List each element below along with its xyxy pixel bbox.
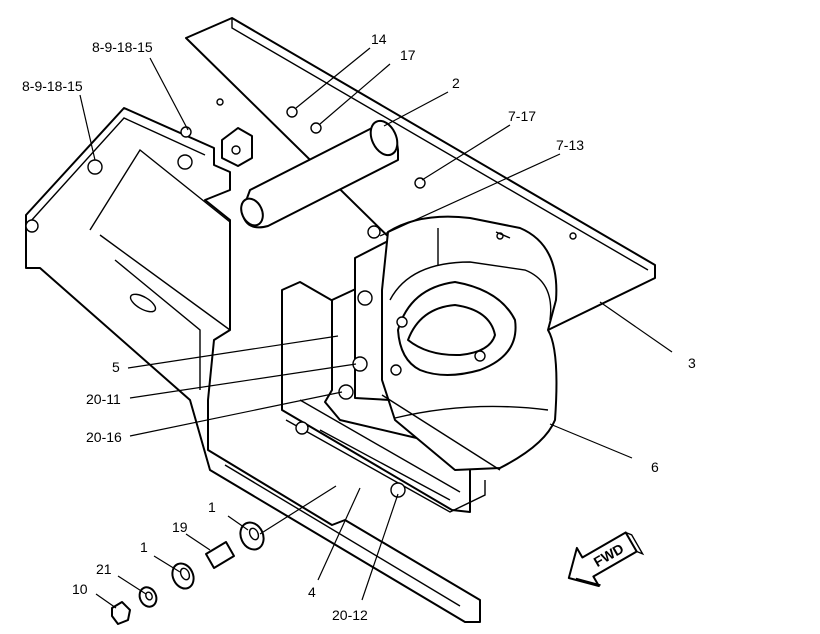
callout-21: 21	[96, 561, 112, 577]
callout-20-16: 20-16	[86, 429, 122, 445]
callout-4: 4	[308, 584, 316, 600]
callout-20-11: 20-11	[86, 391, 121, 407]
callout-14: 14	[371, 31, 387, 47]
callout-3: 3	[688, 355, 696, 371]
callout-7-13: 7-13	[556, 137, 584, 153]
callout-19: 19	[172, 519, 188, 535]
loose-hardware	[111, 521, 265, 625]
callout-8-9-18-15-top: 8-9-18-15	[92, 39, 153, 55]
leader-lines	[79, 47, 673, 609]
callout-5: 5	[112, 359, 120, 375]
callout-6: 6	[651, 459, 659, 475]
callout-1-top: 1	[208, 499, 216, 515]
forward-arrow-icon: FWD	[567, 531, 645, 588]
callout-17: 17	[400, 47, 416, 63]
callout-labels: 8-9-18-15 8-9-18-15 14 17 2 7-17 7-13 3 …	[22, 31, 696, 623]
side-bracket	[25, 107, 481, 623]
callout-10: 10	[72, 581, 88, 597]
callout-2: 2	[452, 75, 460, 91]
callout-20-12: 20-12	[332, 607, 368, 623]
callout-1-bottom: 1	[140, 539, 148, 555]
callout-7-17: 7-17	[508, 108, 536, 124]
callout-8-9-18-15-left: 8-9-18-15	[22, 78, 83, 94]
